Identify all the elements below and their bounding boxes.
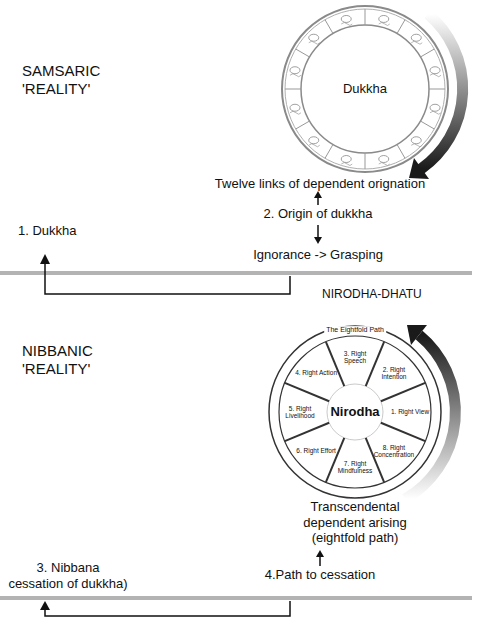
stage-label: Transcendental dependent arising (eightf… [285,499,425,546]
link-picture [309,144,320,147]
arrowhead [316,550,324,557]
down-arrow [317,225,319,238]
spoke-label: 6. Right Effort [294,447,338,454]
ring-divider [429,89,445,90]
spoke-label: 3. Right Speech [333,350,377,364]
link-picture [290,67,300,74]
ring-divider [420,49,434,57]
truth-label: 1. Dukkha [18,223,108,239]
link-picture [290,74,301,77]
wheel-rim [301,25,429,153]
wheel-hub [327,384,383,440]
link-picture [379,156,389,163]
link-picture [430,74,441,77]
wheel-center-text: Nirodha [330,405,379,419]
link-picture [341,15,351,22]
ring-divider [397,20,405,34]
link-picture [309,41,320,44]
ring-divider [296,121,310,129]
stage-label: 2. Origin of dukkha [243,206,393,222]
link-picture [290,104,300,111]
wheel-spoke [285,423,329,441]
stage-label: Ignorance -> Grasping [228,247,408,263]
ring-divider [296,49,310,57]
wheel-spoke [285,383,329,401]
spoke-label: 8. Right Concentration [372,444,416,458]
section-heading: SAMSARIC 'REALITY' [22,62,122,98]
cycle-arrowhead [407,325,427,345]
ring-divider [285,89,301,90]
wheel-rim [282,6,448,172]
ring-divider [365,153,366,169]
link-picture [430,111,441,114]
arrowhead [314,237,322,244]
spoke-label: 1. Right View [388,408,432,415]
bracket-arrow [45,262,290,294]
wheel-center-text: Dukkha [343,82,387,96]
link-picture [309,137,319,144]
link-picture [411,34,421,41]
section-heading: NIBBANIC 'REALITY' [22,342,122,378]
ring-divider [325,20,333,34]
arrowhead [40,254,50,264]
wheel-rim [279,336,431,488]
ring-divider [397,144,405,158]
stage-label: 4.Path to cessation [240,567,400,583]
up-arrow [319,556,321,566]
separator-band [0,271,472,275]
wheel-title: The Eightfold Path [324,326,386,334]
wheel-spoke [326,438,344,482]
spoke-label: 4. Right Action [294,370,338,377]
samsara-wheel: Dukkha [280,4,450,174]
truth-label: 3. Nibbana cessation of dukkha) [8,560,128,591]
dharma-wheel: Nirodha The Eightfold Path 1. Right View 2.… [267,324,443,500]
realm-label: NIRODHA-DHATU [322,287,442,301]
arrowhead [314,191,322,198]
link-picture [341,156,351,163]
link-picture [411,41,422,44]
wheel-rim [285,9,445,169]
link-picture [290,111,301,114]
wheel-spoke [326,342,344,386]
wheel-spoke [381,383,425,401]
wheel-spoke [381,423,425,441]
spoke-label: 5. Right Livelihood [278,405,322,419]
arrowhead [40,601,50,610]
link-picture [379,22,390,25]
link-picture [411,144,422,147]
link-picture [430,104,440,111]
link-picture [341,22,352,25]
link-picture [430,67,440,74]
spoke-label: 7. Right Mindfulness [333,460,377,474]
link-picture [379,163,390,166]
ring-divider [325,144,333,158]
link-picture [309,34,319,41]
wheel-rim [269,326,441,498]
link-picture [341,163,352,166]
ring-divider [420,121,434,129]
bracket-arrow [45,601,290,616]
stage-label: Twelve links of dependent orignation [170,176,470,192]
separator-band [0,596,472,600]
link-picture [411,137,421,144]
wheel-spoke [366,342,384,386]
ring-divider [365,9,366,25]
spoke-label: 2. Right Intention [372,366,416,380]
wheel-spoke [366,438,384,482]
cycle-arrowhead [409,158,429,179]
link-picture [379,15,389,22]
